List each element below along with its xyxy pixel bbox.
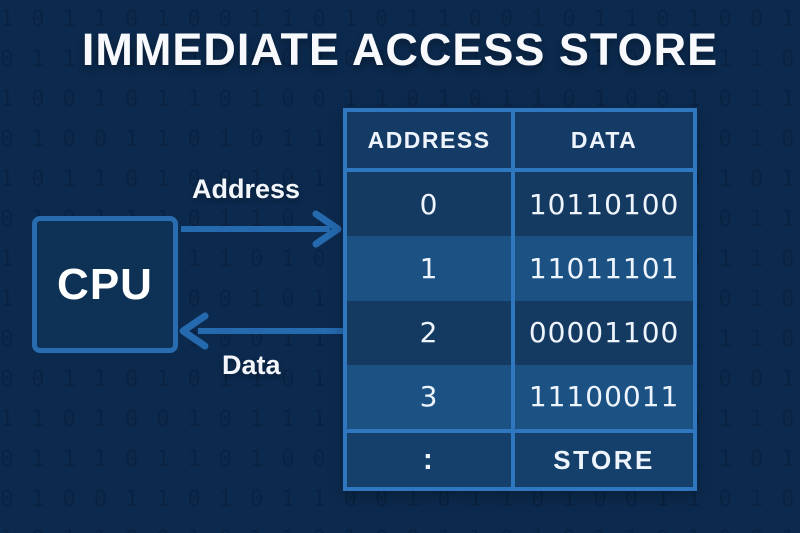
table-row: 1 11011101 [347,236,693,301]
address-bus-label: Address [192,174,301,204]
address-cell: 0 [347,172,516,237]
table-header-data: DATA [570,126,638,153]
table-header-row: ADDRESS DATA [347,112,693,172]
cpu-label: CPU [57,259,153,309]
table-row: 0 10110100 [347,172,693,237]
data-bus-label: Data [222,350,281,380]
table-row: 2 00001100 [347,300,693,365]
data-cell: 11100011 [528,380,680,414]
table-footer-store: STORE [553,444,655,475]
table-header-address: ADDRESS [347,112,516,168]
page-title: IMMEDIATE ACCESS STORE [81,24,719,75]
address-cell: 3 [347,364,516,429]
address-cell: 1 [347,236,516,301]
table-footer-ellipsis: : [347,433,516,487]
memory-table: ADDRESS DATA 0 10110100 1 11011101 2 00001100… [343,108,697,491]
table-row: 3 11100011 [347,364,693,429]
data-cell: 11011101 [528,251,680,285]
cpu-box: CPU [32,216,178,353]
address-cell: 2 [347,300,516,365]
data-cell: 00001100 [528,316,680,350]
table-body: 0 10110100 1 11011101 2 00001100 3 11100011 [347,172,693,429]
table-footer-row: : STORE [347,429,693,487]
data-cell: 10110100 [528,187,680,221]
